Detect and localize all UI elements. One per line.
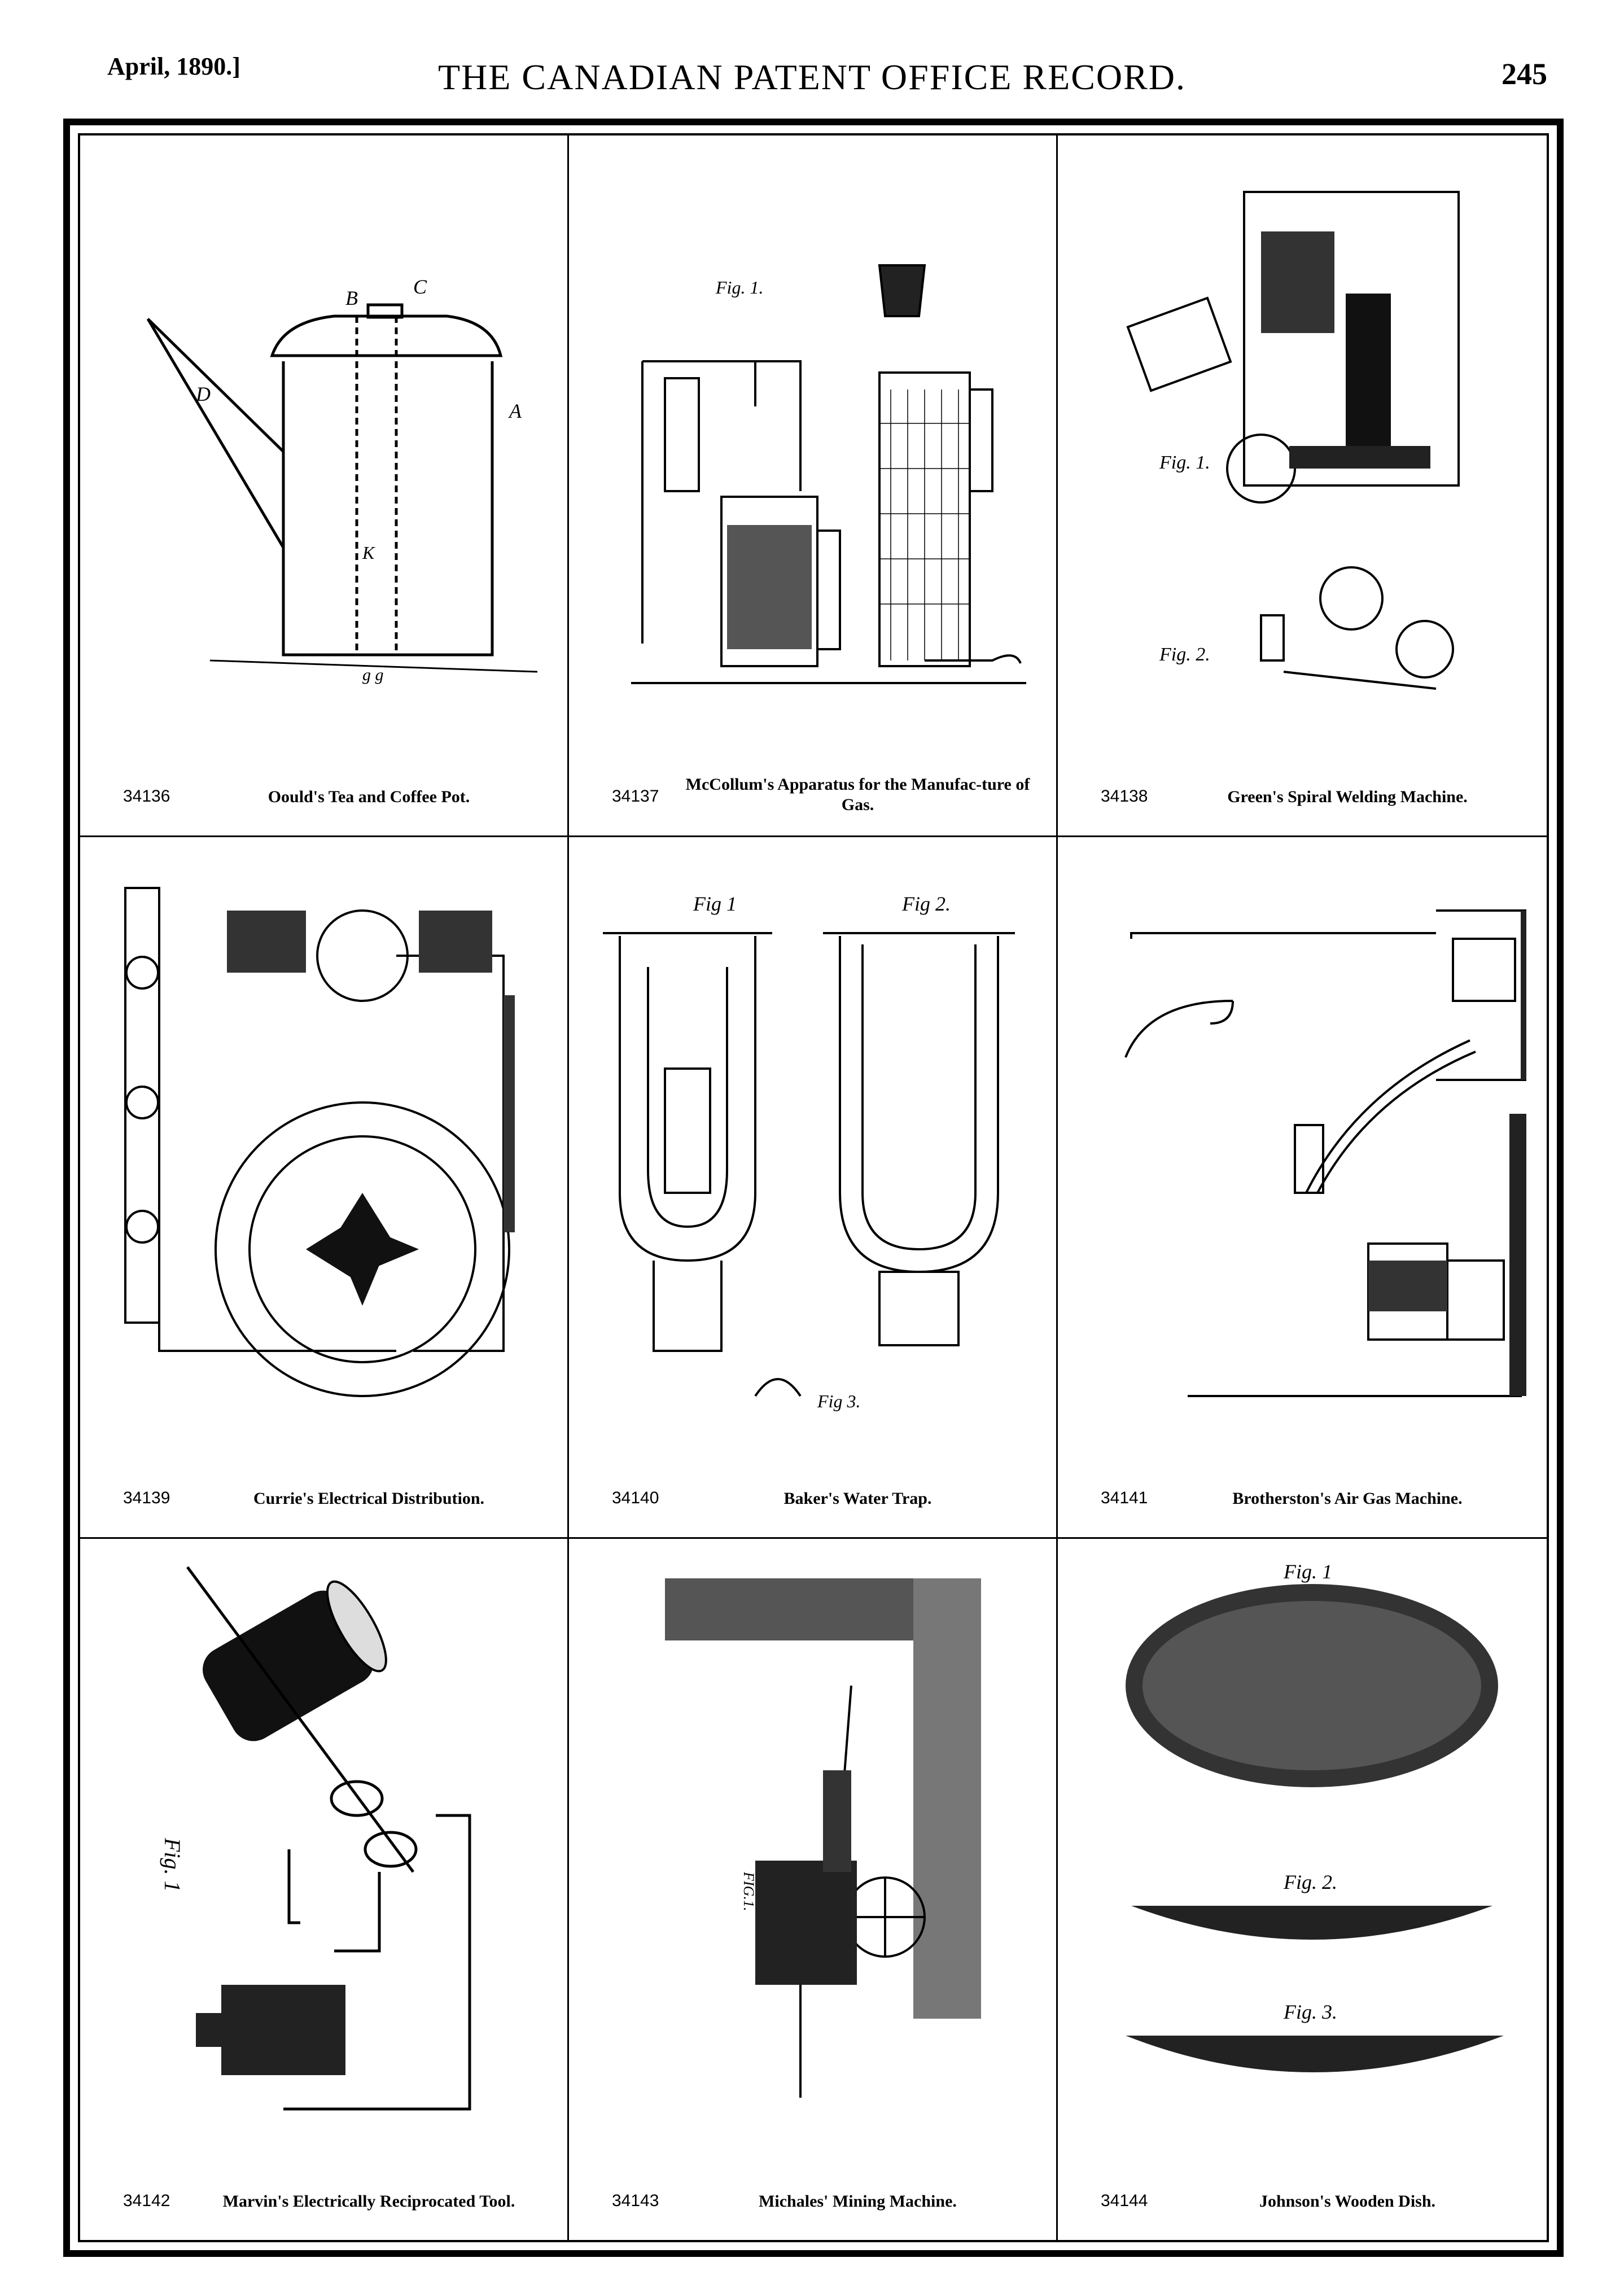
patent-cell-34143: FIG.1. 34143 Michales' Mining Machine.: [569, 1539, 1058, 2240]
gas-apparatus-drawing: Fig. 1.: [631, 264, 1026, 684]
figure-label: Fig 1: [693, 892, 737, 915]
patent-cell-34140: Fig 1 Fig 2. Fig 3. 34140 Baker's Water …: [569, 837, 1058, 1539]
patent-grid: B C D A K g g 34136 Oould's Tea and Coff…: [80, 135, 1547, 2240]
inner-frame: [78, 133, 1549, 2242]
svg-text:D: D: [195, 383, 211, 405]
svg-text:g g: g g: [362, 666, 384, 684]
patent-number: 34140: [612, 1489, 659, 1507]
figure-label: Fig. 1: [160, 1837, 185, 1892]
reciprocated-tool-drawing: Fig. 1: [160, 1566, 471, 2111]
air-gas-machine-drawing: [1124, 909, 1526, 1397]
patent-cell-34138: Fig. 1. Fig. 2. 34138 Green's Spiral Wel…: [1058, 135, 1547, 837]
patent-caption: Johnson's Wooden Dish.: [1259, 2192, 1436, 2211]
svg-text:B: B: [345, 287, 358, 309]
issue-date: April, 1890.]: [107, 52, 240, 80]
patent-number: 34138: [1101, 787, 1148, 806]
patent-number: 34142: [123, 2191, 170, 2210]
figure-label: Fig. 2.: [1159, 644, 1210, 665]
figure-label: Fig. 1: [1283, 1560, 1332, 1583]
figure-label: Fig 3.: [817, 1391, 860, 1411]
patent-caption: Brotherston's Air Gas Machine.: [1232, 1489, 1463, 1508]
patent-caption: Marvin's Electrically Reciprocated Tool.: [222, 2192, 515, 2211]
figure-label: Fig 2.: [901, 892, 951, 915]
svg-text:A: A: [508, 400, 522, 422]
patent-cell-34141: 34141 Brotherston's Air Gas Machine.: [1058, 837, 1547, 1539]
patent-number: 34136: [123, 787, 170, 806]
patent-number: 34139: [123, 1489, 170, 1507]
patent-caption: Baker's Water Trap.: [783, 1489, 932, 1508]
svg-text:C: C: [413, 275, 427, 298]
patent-caption: McCollum's Apparatus for the Manufac-tur…: [685, 775, 1030, 814]
figure-label: FIG.1.: [741, 1871, 757, 1911]
patent-caption: Michales' Mining Machine.: [759, 2192, 957, 2211]
patent-cell-34142: Fig. 1 34142 Marvin's Electrically Recip…: [80, 1539, 569, 2240]
patent-number: 34137: [612, 787, 659, 806]
publication-title: THE CANADIAN PATENT OFFICE RECORD.: [438, 57, 1186, 97]
outer-frame: [63, 119, 1564, 2257]
water-trap-drawing: Fig 1 Fig 2. Fig 3.: [603, 892, 1015, 1411]
welding-machine-drawing: Fig. 1. Fig. 2.: [1126, 191, 1460, 690]
patent-caption: Oould's Tea and Coffee Pot.: [268, 787, 470, 806]
patent-number: 34144: [1101, 2191, 1148, 2210]
page-number: 245: [1502, 57, 1547, 91]
electrical-distribution-drawing: [124, 887, 515, 1397]
patent-number: 34141: [1101, 1489, 1148, 1507]
figure-label: Fig. 3.: [1283, 2001, 1337, 2023]
svg-text:K: K: [362, 542, 375, 563]
figure-label: Fig. 2.: [1283, 1871, 1337, 1893]
patent-cell-34139: 34139 Currie's Electrical Distribution.: [80, 837, 569, 1539]
patent-caption: Green's Spiral Welding Machine.: [1227, 787, 1468, 806]
wooden-dish-drawing: Fig. 1 Fig. 2. Fig. 3.: [1126, 1560, 1504, 2072]
figure-label: Fig. 1.: [1159, 452, 1210, 473]
patent-caption: Currie's Electrical Distribution.: [253, 1489, 485, 1508]
page-header: April, 1890.] THE CANADIAN PATENT OFFICE…: [0, 0, 1624, 113]
patent-cell-34136: B C D A K g g 34136 Oould's Tea and Coff…: [80, 135, 569, 837]
figure-label: Fig. 1.: [715, 277, 763, 297]
patent-cell-34144: Fig. 1 Fig. 2. Fig. 3. 34144 Johnson's W…: [1058, 1539, 1547, 2240]
coffee-pot-drawing: B C D A K g g: [146, 275, 538, 684]
mining-machine-drawing: FIG.1.: [665, 1578, 981, 2098]
patent-cell-34137: Fig. 1. 34137 McC: [569, 135, 1058, 837]
patent-number: 34143: [612, 2191, 659, 2210]
